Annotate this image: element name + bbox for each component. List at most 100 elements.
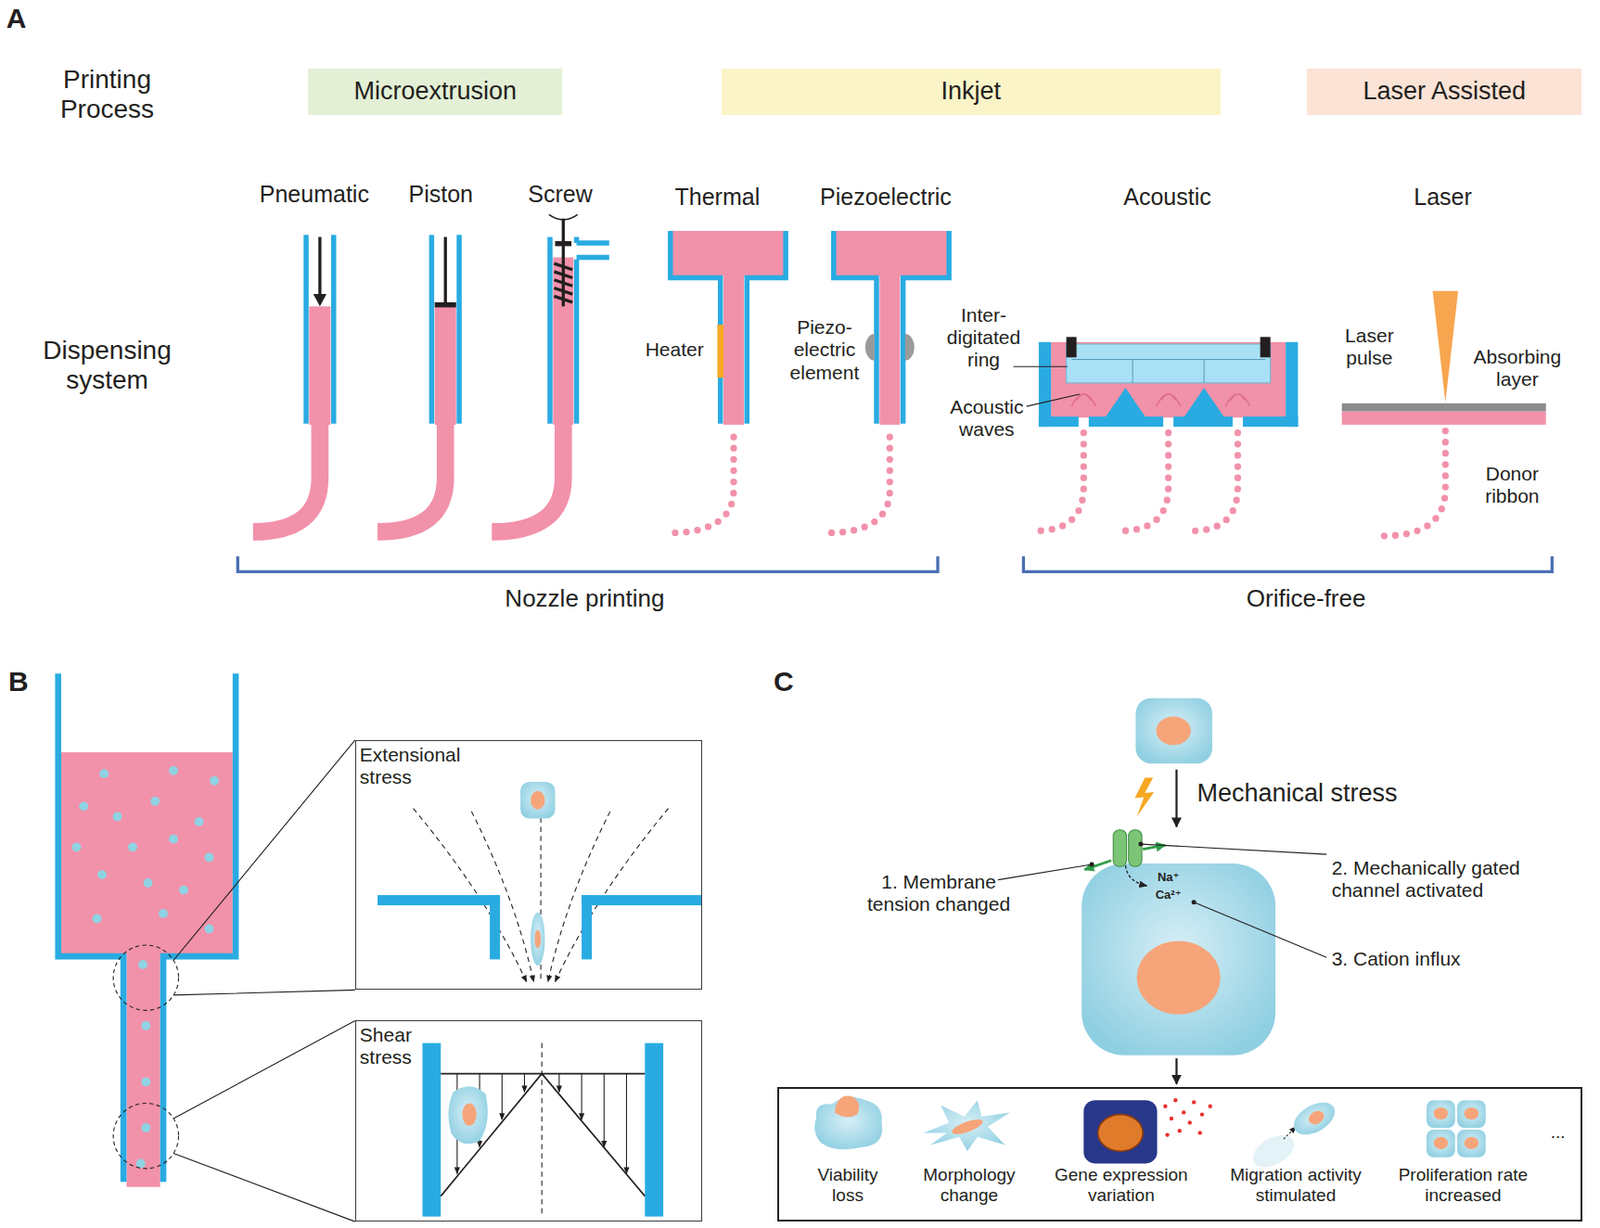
cell-diagram bbox=[1135, 698, 1213, 764]
droplet-trail bbox=[1438, 505, 1446, 512]
cell-diagram bbox=[1125, 865, 1147, 886]
leader-line bbox=[1089, 862, 1094, 867]
effect-icon bbox=[834, 1096, 859, 1118]
zoom-callout bbox=[113, 945, 179, 1011]
acoustic-ejector bbox=[1173, 416, 1233, 427]
acoustic-ejector bbox=[1066, 344, 1271, 384]
droplet-trail bbox=[886, 467, 894, 474]
cell bbox=[179, 885, 189, 896]
shear-flow bbox=[541, 1043, 543, 1217]
droplet-trail bbox=[1191, 527, 1199, 535]
cell bbox=[97, 870, 107, 880]
extensional-flow bbox=[581, 895, 592, 960]
droplet-trail bbox=[1442, 427, 1449, 435]
thermal-printhead bbox=[670, 230, 786, 424]
shear-flow bbox=[644, 1043, 664, 1217]
droplet-trail bbox=[1164, 497, 1171, 504]
leader-line bbox=[998, 842, 1327, 958]
cell-diagram bbox=[1175, 769, 1178, 828]
cell bbox=[143, 878, 154, 888]
acoustic-ejector bbox=[1038, 416, 1079, 427]
extensional-flow bbox=[530, 912, 545, 966]
step-label: Mechanical stress bbox=[1196, 779, 1397, 808]
shear-flow bbox=[440, 1074, 645, 1197]
droplet-trail bbox=[1442, 483, 1449, 490]
cell bbox=[168, 766, 179, 776]
part-label: Inter- digitated ring bbox=[937, 304, 1031, 372]
droplet-trail bbox=[886, 445, 894, 452]
droplet-trail bbox=[1122, 527, 1129, 535]
droplet-trail bbox=[1392, 532, 1399, 539]
screw-syringe bbox=[491, 422, 564, 533]
droplet-trail bbox=[693, 526, 701, 534]
droplet-trail bbox=[839, 528, 846, 536]
extensional-flow bbox=[581, 895, 703, 906]
method-name: Screw bbox=[527, 180, 592, 208]
cell-diagram bbox=[1113, 830, 1127, 868]
droplet-trail bbox=[1432, 514, 1439, 522]
shear-flow bbox=[524, 1074, 525, 1093]
nozzle-reservoir bbox=[58, 673, 236, 1182]
pneumatic-syringe bbox=[253, 234, 334, 532]
cell bbox=[209, 776, 219, 786]
acoustic-ejector bbox=[1050, 342, 1286, 418]
group-bracket bbox=[237, 556, 1552, 573]
leader-line bbox=[1026, 394, 1080, 407]
droplet-trail bbox=[1442, 472, 1449, 479]
screw-syringe bbox=[552, 257, 574, 425]
group-bracket bbox=[1023, 556, 1552, 573]
part-label: Donor ribbon bbox=[1474, 461, 1549, 507]
nozzle-reservoir bbox=[61, 752, 233, 955]
effect-icon bbox=[1283, 1126, 1296, 1140]
droplet-trail bbox=[1164, 451, 1172, 459]
droplet-trail bbox=[1442, 449, 1449, 457]
method-name: Laser bbox=[1413, 183, 1472, 211]
droplet-trail bbox=[1441, 494, 1448, 501]
extensional-flow bbox=[530, 791, 545, 810]
effect-icon bbox=[1464, 1107, 1479, 1120]
droplet-trail bbox=[1049, 525, 1056, 533]
piston-syringe bbox=[444, 237, 448, 306]
group-bracket bbox=[237, 556, 938, 573]
droplet-trail bbox=[1232, 497, 1240, 504]
leader-line bbox=[1191, 900, 1196, 905]
droplet-trail bbox=[729, 489, 737, 497]
cell bbox=[140, 1123, 151, 1133]
band-title: Laser Assisted bbox=[1362, 76, 1526, 106]
extensional-flow bbox=[534, 929, 541, 948]
effect-icon bbox=[1208, 1104, 1213, 1109]
inset-box: Shear stress bbox=[355, 1020, 703, 1222]
part-label: Heater bbox=[645, 338, 704, 361]
process-band: Inkjet bbox=[721, 68, 1221, 116]
effect-icon bbox=[1426, 1100, 1456, 1128]
part-label: Absorbing layer bbox=[1466, 345, 1569, 391]
piezoelectric-printhead bbox=[905, 333, 915, 361]
leader-line bbox=[998, 864, 1092, 881]
droplet-trail bbox=[1203, 525, 1210, 533]
effect-icon bbox=[1305, 1108, 1327, 1127]
droplet-trail bbox=[729, 478, 737, 486]
shear-flow bbox=[603, 1074, 605, 1148]
band-title: Inkjet bbox=[940, 76, 1001, 106]
ion-label: Na⁺ bbox=[1157, 870, 1179, 885]
step-label: 2. Mechanically gated channel activated bbox=[1331, 857, 1546, 902]
cell bbox=[140, 1076, 151, 1087]
droplet-trail bbox=[1223, 516, 1230, 524]
effect-label: ... bbox=[1539, 1122, 1577, 1143]
acoustic-ejector bbox=[1071, 394, 1251, 407]
effect-icon bbox=[1083, 1100, 1157, 1164]
cell bbox=[78, 801, 89, 811]
cell-diagram bbox=[1134, 778, 1154, 818]
effect-icon bbox=[1163, 1104, 1167, 1109]
droplet-trail bbox=[1234, 440, 1242, 448]
piston-syringe bbox=[377, 234, 460, 532]
droplet-trail bbox=[1059, 522, 1066, 529]
inset-box: Extensional stress bbox=[355, 740, 703, 991]
droplet-trail bbox=[722, 510, 730, 517]
screw-syringe bbox=[491, 214, 610, 532]
inset-title: Extensional stress bbox=[359, 743, 500, 789]
effect-icon bbox=[814, 1096, 1486, 1175]
droplet-trail bbox=[1214, 523, 1221, 530]
